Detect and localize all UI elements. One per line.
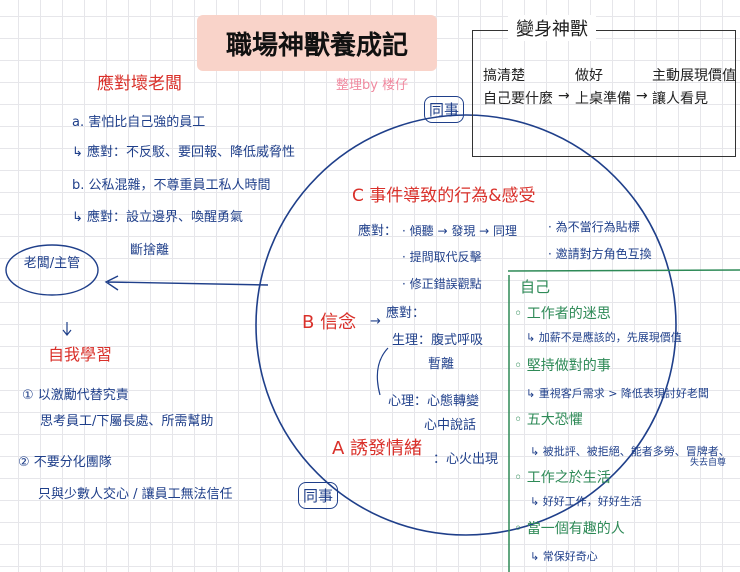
self-item-note: ↳ 被批評、被拒絕、能者多勞、冒牌者、 — [530, 445, 730, 458]
bad-boss-heading: 應對壞老闆 — [97, 74, 182, 94]
self-learning-item: 思考員工/下屬長處、所需幫助 — [40, 414, 214, 429]
section-b-arrow: → — [370, 314, 381, 329]
self-item-title: ◦ 五大恐懼 — [514, 412, 583, 428]
section-c-item: · 邀請對方角色互換 — [548, 247, 652, 261]
bad-boss-item: 斷捨離 — [130, 243, 170, 258]
section-c-item: · 修正錯誤觀點 — [402, 277, 482, 291]
self-item-note-cont: 失去自尊 — [690, 458, 727, 468]
self-item-title: ◦ 堅持做對的事 — [514, 358, 611, 374]
transform-box — [472, 30, 736, 157]
section-b-item: 生理：腹式呼吸 — [392, 333, 484, 348]
b-bracket — [376, 347, 389, 396]
self-learning-heading: 自我學習 — [48, 345, 113, 364]
self-item-note: ↳ 常保好奇心 — [530, 550, 598, 563]
arrow-to-learning — [62, 322, 72, 336]
bad-boss-item: ↳ 應對：不反駁、要回報、降低威脅性 — [72, 145, 296, 160]
section-b-item: 心中說話 — [424, 418, 477, 433]
self-learning-item: ① 以激勵代替究責 — [22, 388, 129, 403]
colleague-circle — [255, 114, 677, 536]
step-arrow-2: → — [636, 88, 648, 104]
transform-title: 變身神獸 — [508, 15, 596, 41]
colleague-tag-bottom: 同事 — [298, 482, 339, 509]
self-item-note: ↳ 加薪不是應該的，先展現價值 — [526, 331, 682, 344]
arrow-to-boss — [104, 275, 269, 291]
section-c-item: · 提問取代反擊 — [402, 250, 482, 264]
self-heading: 自己 — [520, 278, 551, 296]
section-a-suffix: ：心火出現 — [433, 452, 499, 467]
self-learning-item: ② 不要分化團隊 — [18, 455, 112, 470]
self-item-note: ↳ 好好工作，好好生活 — [530, 495, 642, 508]
self-item-title: ◦ 當一個有趣的人 — [514, 521, 625, 537]
section-c-heading: C 事件導致的行為&感受 — [352, 186, 536, 206]
bad-boss-item: ↳ 應對：設立邊界、喚醒勇氣 — [72, 210, 244, 225]
step-3-line2: 讓人看見 — [652, 91, 708, 107]
self-item-note: ↳ 重視客戶需求 > 降低表現討好老闆 — [526, 387, 709, 400]
self-item-title: ◦ 工作者的迷思 — [514, 306, 611, 322]
step-arrow-1: → — [558, 88, 570, 104]
section-b-label: 應對： — [386, 306, 426, 321]
section-c-label: 應對： — [358, 224, 398, 239]
step-3-line1: 主動展現價值 — [652, 68, 736, 84]
boss-node: 老闆/主管 — [23, 256, 81, 271]
step-1-line2: 自己要什麼 — [483, 91, 553, 107]
step-2-line1: 做好 — [575, 68, 603, 84]
colleague-tag-top: 同事 — [424, 96, 465, 123]
section-c-item: · 為不當行為貼標 — [548, 220, 640, 234]
step-1-line1: 搞清楚 — [483, 68, 525, 84]
self-learning-item: 只與少數人交心 / 讓員工無法信任 — [38, 487, 233, 502]
bad-boss-item: b. 公私混雜，不尊重員工私人時間 — [72, 178, 271, 193]
self-divider-horizontal — [507, 269, 740, 272]
section-b-heading: B 信念 — [302, 312, 357, 333]
section-c-item: · 傾聽 → 發現 → 同理 — [402, 224, 517, 238]
boss-node-outline — [5, 244, 99, 296]
credit: 整理by 楼仔 — [336, 78, 409, 93]
bad-boss-item: a. 害怕比自己強的員工 — [72, 115, 206, 130]
page-title: 職場神獸養成記 — [197, 15, 437, 71]
section-b-item: 暫離 — [428, 357, 455, 372]
step-2-line2: 上桌準備 — [575, 91, 631, 107]
self-item-title: ◦ 工作之於生活 — [514, 470, 611, 486]
section-a-heading: A 誘發情緒 — [332, 438, 423, 459]
section-b-item: 心理：心態轉變 — [388, 394, 480, 409]
